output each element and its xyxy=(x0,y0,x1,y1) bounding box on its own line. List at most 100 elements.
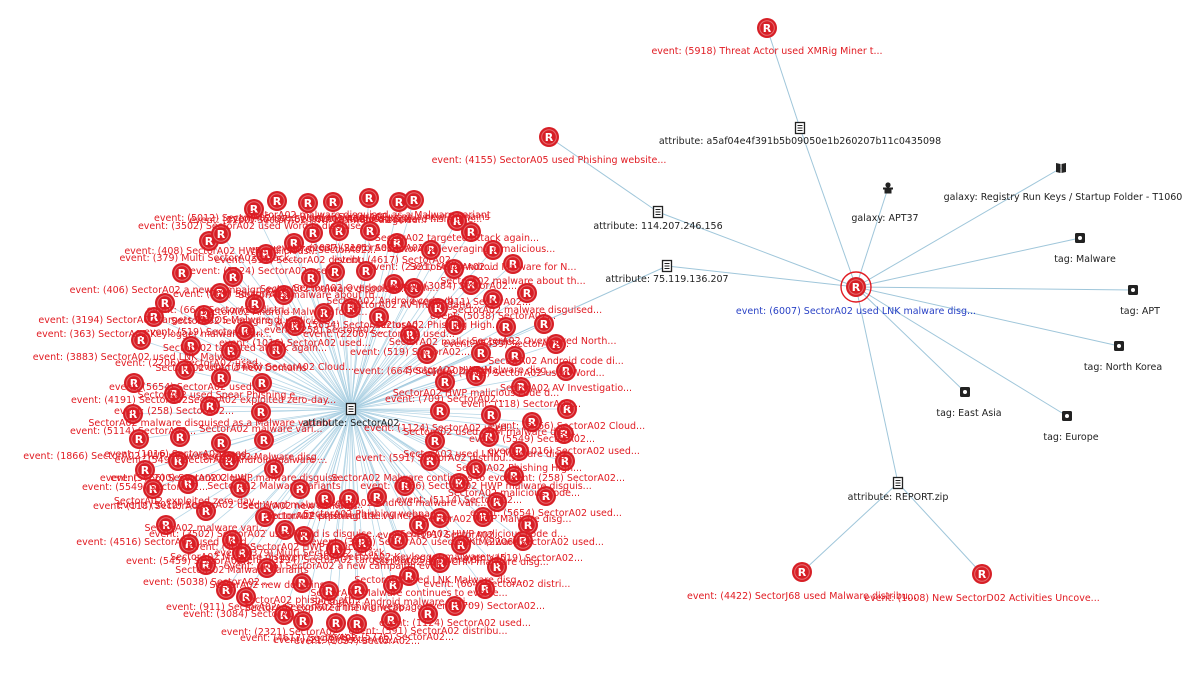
event-node-label: event: (591) SectorA02 distribu... xyxy=(356,453,515,464)
event-node-label: SectorA02 malware vari... xyxy=(144,523,267,534)
event-node-icon[interactable] xyxy=(266,190,288,212)
event-node-icon[interactable] xyxy=(358,187,380,209)
focus-event-icon[interactable] xyxy=(845,276,867,298)
event-node-label: SectorA02 used a new Domains xyxy=(338,212,489,223)
event-node-label: SectorA02 exploited the vulnerab... xyxy=(265,511,434,522)
graph-edge xyxy=(190,345,352,410)
document-icon[interactable] xyxy=(652,205,664,219)
graph-edge xyxy=(265,253,352,410)
event-node-icon[interactable] xyxy=(322,191,344,213)
tag-icon[interactable] xyxy=(1128,285,1138,295)
event-node-label: event: (5654) SectorA02 used... xyxy=(109,382,261,393)
document-icon[interactable] xyxy=(661,259,673,273)
event-label-e5918: event: (5918) Threat Actor used XMRig Mi… xyxy=(651,46,882,57)
graph-edge xyxy=(350,249,432,410)
event-node-icon[interactable] xyxy=(538,126,560,148)
graph-edge xyxy=(855,286,1068,417)
graph-edge xyxy=(253,208,352,410)
event-node-label: event: (519) SectorA02... xyxy=(463,553,583,564)
event-node-label: SectorA02 Phishing High... xyxy=(375,320,501,331)
event-node-label: event: (258) SectorA02... xyxy=(114,406,234,417)
graph-edge xyxy=(350,334,411,410)
event-node-label: event: (1037) SectorA02... xyxy=(276,243,402,254)
event-node-label: event: (3194) SectorA02 targets MacOS Ma… xyxy=(235,555,488,566)
tag-label-apt: tag: APT xyxy=(1120,306,1160,317)
event-node-label: SectorA02 targeted attack again... xyxy=(163,343,327,354)
event-node-label: SectorA02 used CHM malware disg... xyxy=(403,427,579,438)
event-node-label: event: (709) SectorA02... xyxy=(425,601,545,612)
event-node-label: event: (4191) SectorA02... xyxy=(377,530,503,541)
event-node-label: SectorA02 leveraging a malicious... xyxy=(171,316,339,327)
event-node-label: event: (5459) SectorA02... xyxy=(443,339,569,350)
event-node-label: event: (363) SectorA02 Keylogger malware… xyxy=(36,329,271,340)
event-node-icon[interactable] xyxy=(756,17,778,39)
event-node-label: event: (5497) SectorA02 Android malware … xyxy=(227,214,440,225)
event-node-icon[interactable] xyxy=(403,189,425,211)
event-node-label: SectorA02 Malware disg... xyxy=(170,552,294,563)
event-node-label: event: (1016) SectorA02 used... xyxy=(488,446,640,457)
event-node-label: SectorA02 Overlooked North... xyxy=(472,336,617,347)
event-node-label: event: (4516) SectorA02 used Word... xyxy=(425,368,604,379)
event-node-label: event: (1124) SectorA02 used... xyxy=(379,618,531,629)
event-node-label: event: (5776) SectorA02... xyxy=(328,632,454,643)
event-node-label: SectorA02 Phishing webpage... xyxy=(284,602,432,613)
graph-edge xyxy=(283,294,352,410)
event-node-label: SectorA02 Malware continues to evolve... xyxy=(310,588,507,599)
graph-edge xyxy=(239,408,352,489)
graph-edge xyxy=(335,408,352,624)
tag-icon[interactable] xyxy=(1062,411,1072,421)
event-node-label: event: (406) SectorA02 a new campaign ev… xyxy=(224,561,449,572)
tag-label-eastasia: tag: East Asia xyxy=(936,408,1001,419)
nodes-layer: event: (5466) SectorA02 Cloud...event: (… xyxy=(23,17,1183,647)
event-node-label: event: (1016) SectorA02 used... xyxy=(104,449,256,460)
event-node-label: SectorA02 malicious code... xyxy=(448,488,580,499)
tag-icon[interactable] xyxy=(1114,341,1124,351)
event-node-icon[interactable] xyxy=(791,561,813,583)
tag-icon[interactable] xyxy=(1075,233,1085,243)
graph-edge xyxy=(231,408,352,541)
event-node-label: event: (2206) SectorA02 used... xyxy=(115,358,267,369)
event-node-icon[interactable] xyxy=(171,262,193,284)
graph-edge xyxy=(209,405,352,410)
event-node-label: SectorA02 Malware variants xyxy=(175,565,309,576)
event-node-label: event: (379) Multi SectorA02 attack... xyxy=(119,253,298,264)
graph-edge xyxy=(855,187,889,288)
graph-edge xyxy=(324,408,352,500)
event-node-label: event: (1866) SectorA02 HWP malware disg… xyxy=(23,451,255,462)
event-node-label: SectorA02 malware about th... xyxy=(238,290,383,301)
event-node-label: event: (5466) SectorA02 Cloud... xyxy=(198,362,354,373)
graph-edge xyxy=(228,408,352,462)
event-node-label: event: (591) SectorA02 distribu... xyxy=(215,255,374,266)
event-node-icon[interactable] xyxy=(971,563,993,585)
event-node-label: event: (3084) SectorA02... xyxy=(183,609,309,620)
tag-icon[interactable] xyxy=(960,387,970,397)
event-node-label: event: (2200) SectorA02 HWP malware disg… xyxy=(110,473,347,484)
graph-edge xyxy=(275,349,352,410)
event-node-label: SectorA02 AV Investigatio... xyxy=(348,300,480,311)
attribute-label-report: attribute: REPORT.zip xyxy=(848,492,949,503)
document-icon[interactable] xyxy=(345,402,357,416)
event-node-label: event: (5459) SectorA02... xyxy=(126,556,252,567)
graph-edge xyxy=(350,408,460,484)
graph-edge xyxy=(264,408,352,518)
graph-edge xyxy=(179,408,352,438)
graph-edge xyxy=(350,307,439,410)
event-node-label: event: (911) SectorA02... xyxy=(411,297,531,308)
graph-edge xyxy=(855,286,1134,291)
threat-actor-icon[interactable] xyxy=(883,182,893,194)
graph-edge xyxy=(350,408,492,416)
event-node-label: SectorA02 new domains xyxy=(209,580,324,591)
galaxy-label-registry: galaxy: Registry Run Keys / Startup Fold… xyxy=(944,192,1183,203)
graph-edge xyxy=(263,408,352,441)
attribute-label-ip1: attribute: 114.207.246.156 xyxy=(593,221,722,232)
event-node-label: event: (2191) SectorA02... xyxy=(307,243,433,254)
event-node-label: SectorA02 Android code di... xyxy=(488,356,624,367)
graph-edge xyxy=(855,167,1062,288)
event-node-label: event: (5497) SectorA02 Android malware … xyxy=(115,455,328,466)
document-icon[interactable] xyxy=(794,121,806,135)
document-icon[interactable] xyxy=(892,476,904,490)
event-node-label: event: (3883) SectorA02 used LNK Malware… xyxy=(311,537,527,548)
event-node-label: SectorA02 HWP Malware disg... xyxy=(407,365,556,376)
graph-edge xyxy=(350,408,378,498)
